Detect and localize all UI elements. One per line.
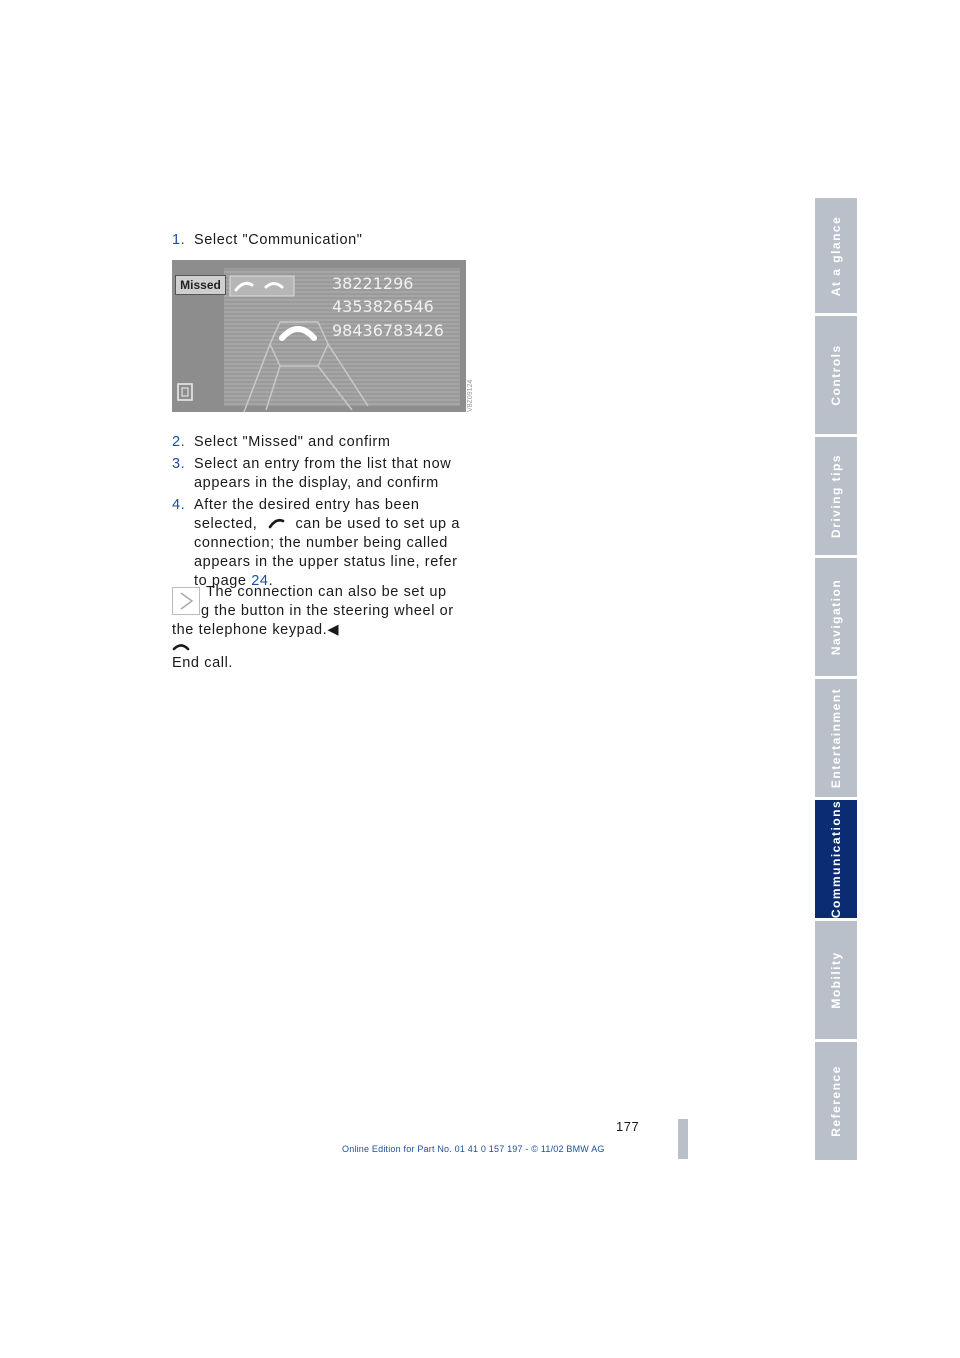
note-text-wrap: The connection can also be set up using … xyxy=(172,583,472,640)
tab-driving-tips[interactable]: Driving tips xyxy=(815,437,857,555)
tab-label: Reference xyxy=(829,1065,843,1137)
note-arrow-icon xyxy=(172,587,200,615)
step-number: 1. xyxy=(172,232,186,248)
step-text: After the desired entry has been selecte… xyxy=(194,496,474,591)
note-text: The connection can also be set up using … xyxy=(172,584,454,638)
step-number: 4. xyxy=(172,497,186,513)
phone-number: 4353826546 xyxy=(332,297,434,316)
tab-at-a-glance[interactable]: At a glance xyxy=(815,198,857,313)
end-call-icon xyxy=(172,644,190,651)
step-number: 3. xyxy=(172,456,186,472)
section-tabs: At a glance Controls Driving tips Naviga… xyxy=(815,198,857,1160)
page-number-bar xyxy=(678,1119,688,1159)
page-link[interactable]: 24 xyxy=(251,573,269,589)
tab-label: At a glance xyxy=(829,215,843,296)
step-text: Select "Missed" and confirm xyxy=(194,434,391,450)
missed-tab: Missed xyxy=(175,275,226,295)
tab-label: Controls xyxy=(829,344,843,406)
tab-communications[interactable]: Communications xyxy=(815,800,857,918)
step-text-part: After the desired entry has been selecte… xyxy=(194,497,420,532)
page-number: 177 xyxy=(616,1119,640,1134)
step-text-part: can be used to set up a connection; the … xyxy=(194,516,460,589)
tab-reference[interactable]: Reference xyxy=(815,1042,857,1160)
tab-label: Communications xyxy=(829,800,843,918)
step-number: 2. xyxy=(172,434,186,450)
end-call-text: End call. xyxy=(172,655,234,671)
display-screenshot: Missed 38221296 4353826546 98436783426 xyxy=(172,260,466,412)
phone-number: 98436783426 xyxy=(332,321,444,340)
image-code: V8Z09124 xyxy=(467,379,474,412)
note: The connection can also be set up using … xyxy=(172,583,472,640)
step-text-end: . xyxy=(268,573,274,589)
footer-text: Online Edition for Part No. 01 41 0 157 … xyxy=(342,1144,605,1154)
tab-entertainment[interactable]: Entertainment xyxy=(815,679,857,797)
phone-number: 38221296 xyxy=(332,274,414,293)
phone-handset-icon xyxy=(269,518,285,529)
step-text: Select an entry from the list that now a… xyxy=(194,456,452,491)
tab-mobility[interactable]: Mobility xyxy=(815,921,857,1039)
tab-controls[interactable]: Controls xyxy=(815,316,857,434)
tab-label: Entertainment xyxy=(829,687,843,789)
end-mark: ◀ xyxy=(327,622,340,638)
tab-navigation[interactable]: Navigation xyxy=(815,558,857,676)
tab-label: Mobility xyxy=(829,951,843,1009)
tab-label: Driving tips xyxy=(829,453,843,539)
tab-label: Navigation xyxy=(829,578,843,656)
step-text: Select "Communication" xyxy=(194,232,363,248)
